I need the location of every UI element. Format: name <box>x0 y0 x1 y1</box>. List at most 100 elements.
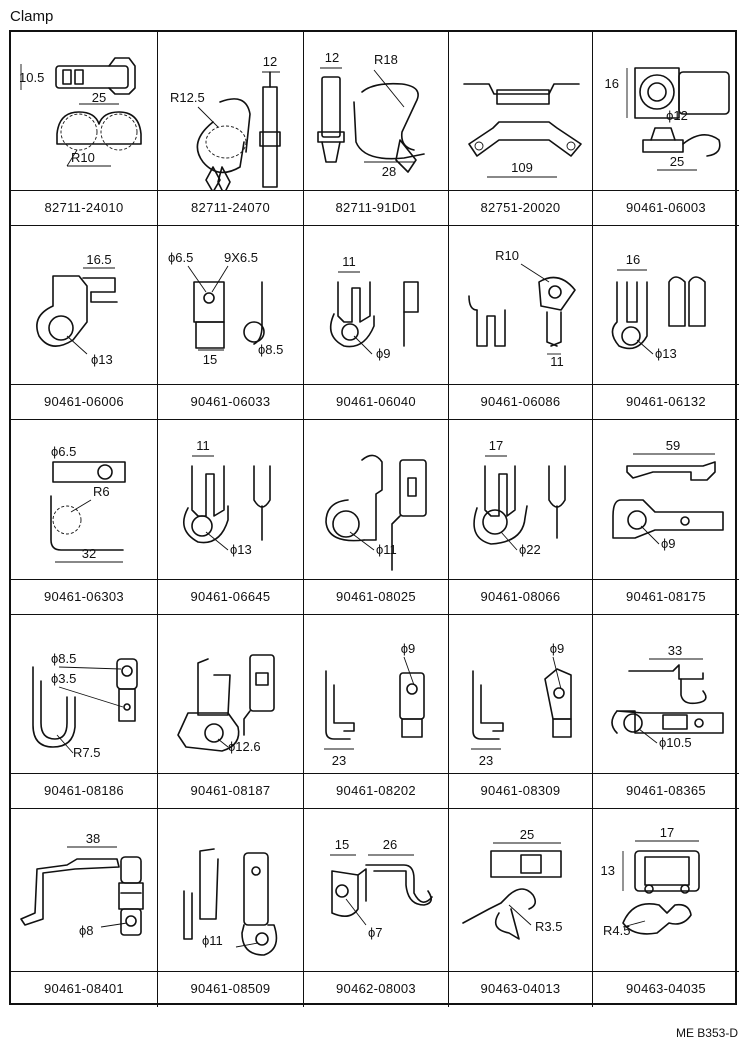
label-separator <box>449 971 592 972</box>
dimension-label: 11 <box>550 354 564 369</box>
part-number: 90461-08186 <box>44 783 124 798</box>
dimension-label: ϕ3.5 <box>51 671 76 686</box>
part-drawing: ϕ8.5 ϕ3.5R7.5 <box>32 651 138 760</box>
dimension-label: R7.5 <box>73 745 100 760</box>
part-number: 82751-20020 <box>480 200 561 215</box>
part-number: 82711-24010 <box>44 200 124 215</box>
label-separator <box>449 773 592 774</box>
dimension-label: 11 <box>196 438 210 453</box>
part-drawing: 33 ϕ10.5 <box>611 643 724 750</box>
page-title: Clamp <box>10 8 54 25</box>
dimension-label: R3.5 <box>535 919 562 934</box>
part-cell: 11 ϕ9 90461-06040 <box>304 226 449 420</box>
part-number: 90461-08202 <box>336 783 416 798</box>
part-number: 90461-08025 <box>336 589 416 604</box>
part-drawing: 16.5 ϕ13 <box>36 252 118 367</box>
dimension-label: R18 <box>374 52 398 67</box>
dimension-label: 25 <box>520 827 534 842</box>
dimension-label: 9X6.5 <box>224 250 258 265</box>
part-number: 90461-08309 <box>480 783 561 798</box>
dimension-label: 11 <box>342 254 356 269</box>
dimension-label: ϕ12.6 <box>228 739 261 754</box>
dimension-label: 16.5 <box>86 252 111 267</box>
part-drawing: 109 <box>463 83 582 178</box>
part-number: 90461-06086 <box>480 394 561 409</box>
dimension-label: 32 <box>82 546 96 561</box>
dimension-label: ϕ6.5 <box>168 250 193 265</box>
dimension-label: 16 <box>626 252 640 267</box>
dimension-label: 33 <box>668 643 682 658</box>
dimension-label: 25 <box>670 154 684 169</box>
dimension-label: 28 <box>382 164 396 179</box>
dimension-label: 23 <box>479 753 493 768</box>
label-separator <box>11 384 157 385</box>
part-number: 90461-06040 <box>336 394 416 409</box>
label-separator <box>304 579 448 580</box>
label-separator <box>593 579 739 580</box>
label-separator <box>304 971 448 972</box>
dimension-label: 15 <box>335 837 349 852</box>
part-number: 90463-04013 <box>480 981 561 996</box>
dimension-label: ϕ6.5 <box>51 444 76 459</box>
part-cell: ϕ11 90461-08509 <box>158 809 304 1007</box>
dimension-label: 10.5 <box>19 70 44 85</box>
dimension-label: ϕ8 <box>79 923 94 938</box>
part-drawing: 16 ϕ12 25 <box>605 67 730 171</box>
figure-code: ME B353-D <box>675 1026 738 1040</box>
dimension-label: ϕ9 <box>550 641 565 656</box>
part-number: 82711-24070 <box>191 200 270 215</box>
label-separator <box>158 773 303 774</box>
dimension-label: ϕ9 <box>376 346 391 361</box>
dimension-label: 17 <box>660 825 674 840</box>
dimension-label: 12 <box>325 50 339 65</box>
dimension-label: ϕ13 <box>655 346 677 361</box>
label-separator <box>11 579 157 580</box>
label-separator <box>304 773 448 774</box>
dimension-label: ϕ11 <box>202 933 223 948</box>
part-cell: ϕ9 23 90461-08309 <box>449 615 593 809</box>
dimension-label: R4.5 <box>603 923 630 938</box>
part-number: 90461-06006 <box>44 394 124 409</box>
label-separator <box>11 773 157 774</box>
label-separator <box>304 190 448 191</box>
dimension-label: ϕ12 <box>666 108 688 123</box>
dimension-label: ϕ8.5 <box>258 342 283 357</box>
dimension-label: ϕ13 <box>91 352 113 367</box>
part-drawing: 16 ϕ13 <box>611 252 706 361</box>
dimension-label: R10 <box>71 150 95 165</box>
label-separator <box>593 384 739 385</box>
label-separator <box>593 971 739 972</box>
dimension-label: 16 <box>605 76 619 91</box>
dimension-label: ϕ10.5 <box>659 735 692 750</box>
label-separator <box>593 190 739 191</box>
part-drawing: ϕ9 23 <box>471 641 572 768</box>
dimension-label: ϕ8.5 <box>51 651 76 666</box>
dimension-label: 38 <box>86 831 100 846</box>
dimension-label: R12.5 <box>170 90 205 105</box>
part-number: 90461-06033 <box>190 394 271 409</box>
part-number: 90461-08509 <box>190 981 271 996</box>
part-drawing: 12 R18 28 <box>317 50 425 179</box>
label-separator <box>158 384 303 385</box>
label-separator <box>11 190 157 191</box>
